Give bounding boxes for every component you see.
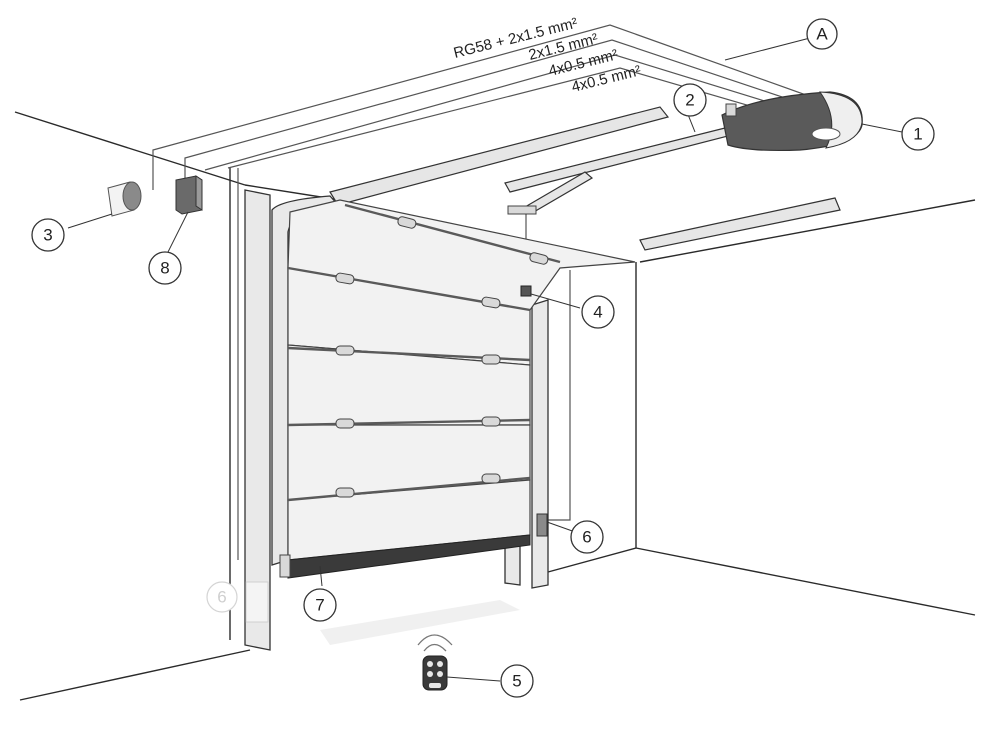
hinge — [397, 216, 417, 229]
callout-3-circle — [31, 218, 65, 252]
hinge — [481, 296, 501, 309]
front-floor-edge — [19, 649, 251, 701]
callout-a: A — [806, 18, 838, 50]
cable-run-photocell — [548, 270, 571, 521]
hinge — [481, 416, 501, 427]
remote-control — [417, 634, 453, 691]
callout-1: 1 — [901, 117, 935, 151]
motor-light — [811, 127, 841, 141]
motor-bracket — [725, 103, 737, 117]
callout-6-label: 6 — [582, 528, 591, 547]
bottom-bracket — [279, 554, 291, 578]
callout-7: 7 — [303, 588, 337, 622]
leader-3 — [67, 213, 113, 229]
flashing-light-base — [122, 181, 142, 211]
leader-a — [724, 37, 811, 61]
cable-runs — [152, 24, 821, 560]
callout-1-label: 1 — [913, 125, 922, 144]
callout-6-faded-label: 6 — [217, 588, 226, 607]
callout-2-circle — [673, 83, 707, 117]
right-horizontal-track — [639, 197, 841, 251]
remote-button-icon — [437, 661, 443, 667]
emergency-release — [520, 285, 532, 297]
callout-8: 8 — [148, 251, 182, 285]
leader-5 — [446, 676, 501, 682]
remote-button-icon — [437, 671, 443, 677]
cable-run-3 — [204, 54, 811, 171]
key-selector-side — [195, 175, 203, 211]
leader-7 — [319, 565, 323, 587]
hinge — [335, 418, 355, 429]
leader-1 — [861, 123, 903, 133]
motor-cover — [818, 91, 863, 149]
callout-3: 3 — [31, 218, 65, 252]
arm-bracket — [507, 205, 537, 215]
panel-seam-1 — [344, 203, 561, 264]
callout-5: 5 — [500, 664, 534, 698]
cable-run-1 — [152, 24, 821, 190]
operator-rail — [504, 127, 729, 193]
cable-run-4 — [227, 67, 806, 169]
leader-4 — [530, 293, 581, 309]
callout-4: 4 — [581, 295, 615, 329]
key-selector — [175, 175, 203, 215]
room-walls — [14, 111, 976, 701]
callout-1-circle — [901, 117, 935, 151]
left-jamb — [244, 189, 271, 651]
leader-8 — [167, 211, 189, 253]
signal-wave-outer — [417, 634, 453, 646]
callout-6-faded-circle — [206, 581, 238, 613]
callout-2-label: 2 — [685, 91, 694, 110]
callout-7-circle — [303, 588, 337, 622]
callout-6-faded: 6 — [206, 581, 238, 613]
remote-led — [429, 683, 441, 688]
photocell-left-faded — [245, 581, 269, 623]
callout-7-label: 7 — [315, 596, 324, 615]
floor-door-right — [547, 547, 637, 573]
callout-5-circle — [500, 664, 534, 698]
hinge — [481, 473, 501, 484]
hinge — [481, 354, 501, 365]
hinge — [335, 487, 355, 498]
callout-6: 6 — [570, 520, 604, 554]
right-jamb — [531, 299, 549, 589]
hinge — [335, 345, 355, 356]
callout-6-circle — [570, 520, 604, 554]
left-wall-ceiling-edge — [14, 111, 246, 186]
remote-button-icon — [427, 671, 433, 677]
callout-8-label: 8 — [160, 259, 169, 278]
callout-2: 2 — [673, 83, 707, 117]
callout-4-circle — [581, 295, 615, 329]
callout-a-label: A — [816, 25, 828, 44]
motor-unit — [721, 91, 863, 152]
signal-wave-inner — [423, 643, 447, 652]
callout-4-label: 4 — [593, 303, 602, 322]
hinge — [335, 272, 355, 285]
hinge — [529, 252, 549, 265]
callout-a-circle — [806, 18, 838, 50]
callout-5-label: 5 — [512, 672, 521, 691]
flashing-light — [107, 181, 142, 217]
photocell-right — [536, 513, 548, 537]
right-wall-ceiling-edge — [639, 199, 976, 263]
floor-shadow — [320, 600, 520, 645]
right-floor-edge — [635, 547, 976, 616]
callout-3-label: 3 — [43, 226, 52, 245]
cable-run-2 — [184, 39, 816, 190]
callout-8-circle — [148, 251, 182, 285]
door-panels — [279, 199, 636, 579]
remote-button-icon — [427, 661, 433, 667]
